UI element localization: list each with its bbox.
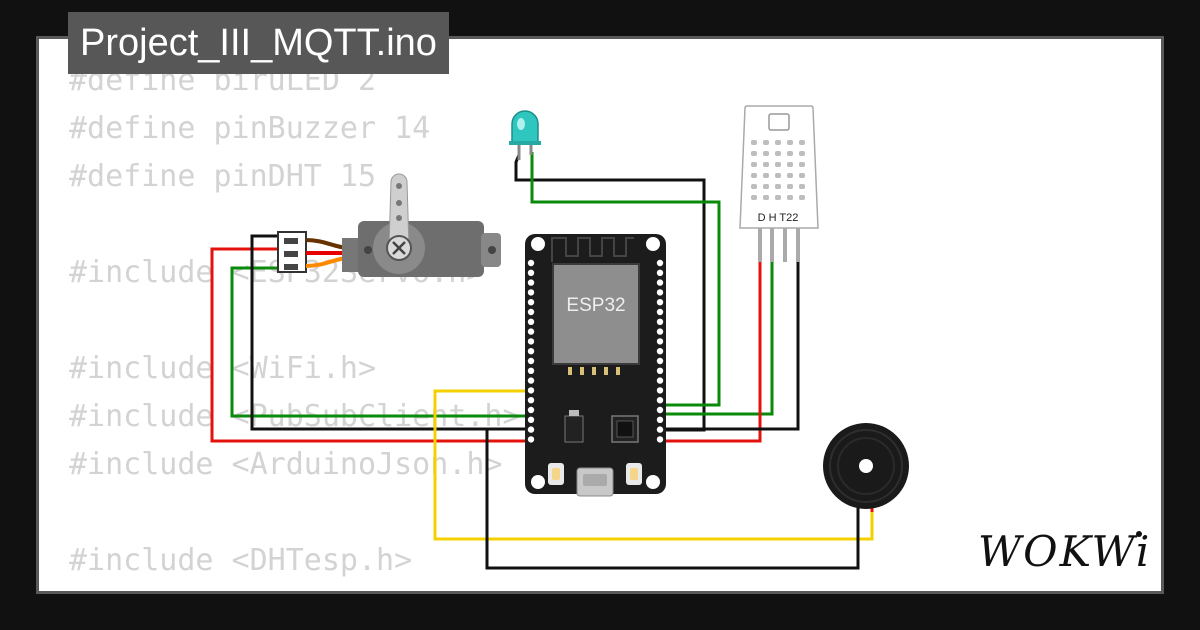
esp32-pin[interactable] <box>527 426 535 433</box>
esp32-pin[interactable] <box>527 367 535 374</box>
dht22-vent <box>751 195 757 200</box>
wire-servo-signal <box>230 266 530 418</box>
dht22-vent <box>799 151 805 156</box>
dht22-vent <box>775 162 781 167</box>
esp32-pin[interactable] <box>656 377 664 384</box>
esp32-board[interactable]: ESP32 <box>525 234 666 497</box>
esp32-pin[interactable] <box>527 289 535 296</box>
dht22-label: D H T22 <box>758 212 799 224</box>
esp32-pin[interactable] <box>527 387 535 394</box>
dht22-vent <box>763 173 769 178</box>
esp32-pin[interactable] <box>656 259 664 267</box>
esp32-pin[interactable] <box>527 436 535 443</box>
esp32-pin[interactable] <box>656 338 664 345</box>
dht22-vent <box>787 184 793 189</box>
background-card: #define biruLED 2 #define pinBuzzer 14 #… <box>36 36 1164 594</box>
esp32-pin[interactable] <box>527 377 535 384</box>
esp32-pin[interactable] <box>527 338 535 345</box>
esp32-pin[interactable] <box>527 416 535 423</box>
esp32-pin[interactable] <box>527 348 535 355</box>
svg-text:WOKWi: WOKWi <box>978 527 1151 576</box>
dht22-vent <box>751 151 757 156</box>
esp32-pin[interactable] <box>527 308 535 316</box>
esp32-label: ESP32 <box>566 295 625 316</box>
esp32-pin[interactable] <box>527 299 535 306</box>
esp32-pin[interactable] <box>656 279 664 286</box>
esp32-pin[interactable] <box>527 259 535 267</box>
esp32-pin[interactable] <box>656 269 664 276</box>
piezo-buzzer[interactable] <box>823 423 909 512</box>
dht22-vent <box>799 184 805 189</box>
esp32-pin[interactable] <box>656 308 664 316</box>
esp32-pin[interactable] <box>527 397 535 404</box>
esp32-pin[interactable] <box>656 416 664 423</box>
esp32-pin[interactable] <box>527 279 535 286</box>
esp32-pin[interactable] <box>527 328 535 335</box>
wire-dht-vcc <box>660 260 762 443</box>
project-title: Project_III_MQTT.ino <box>68 12 449 74</box>
dht22-vent <box>787 195 793 200</box>
esp32-pin[interactable] <box>656 299 664 306</box>
esp32-pin[interactable] <box>656 357 664 365</box>
wire-led-signal <box>530 152 721 407</box>
dht22-vent <box>775 173 781 178</box>
dht22-vent <box>751 173 757 178</box>
esp32-pin[interactable] <box>656 318 664 325</box>
dht22-vent <box>787 151 793 156</box>
dht22-vent <box>763 195 769 200</box>
esp32-pin[interactable] <box>656 436 664 443</box>
dht22-vent <box>751 184 757 189</box>
esp32-pin[interactable] <box>656 387 664 394</box>
dht22-vent <box>799 162 805 167</box>
esp32-pin[interactable] <box>656 406 664 414</box>
esp32-pin[interactable] <box>656 397 664 404</box>
esp32-pin[interactable] <box>656 348 664 355</box>
dht22-vent <box>751 140 757 145</box>
dht22-vent <box>787 162 793 167</box>
esp32-pin[interactable] <box>656 289 664 296</box>
esp32-pin[interactable] <box>527 269 535 276</box>
wire-dht-gnd <box>660 260 800 431</box>
wire-buzzer-signal <box>433 389 874 541</box>
dht22-vent <box>787 140 793 145</box>
esp32-pin[interactable] <box>656 367 664 374</box>
dht22-vent <box>787 173 793 178</box>
dht22-vent <box>751 162 757 167</box>
dht22-vent <box>775 184 781 189</box>
wire-servo-gnd <box>250 234 530 431</box>
wokwi-logo: WOKWi <box>978 527 1151 576</box>
wire-servo-vcc <box>210 247 530 443</box>
dht22-vent <box>775 195 781 200</box>
wire-dht-data <box>660 260 774 416</box>
dht22-vent <box>799 173 805 178</box>
dht22-vent <box>799 140 805 145</box>
esp32-pin[interactable] <box>656 426 664 433</box>
esp32-pin[interactable] <box>527 406 535 414</box>
dht22-vent <box>763 151 769 156</box>
servo-motor[interactable] <box>277 173 501 277</box>
dht22-vent <box>799 195 805 200</box>
esp32-pin[interactable] <box>656 328 664 335</box>
dht22-sensor[interactable]: D H T22 <box>739 105 819 262</box>
wire-buzzer-gnd <box>485 427 860 570</box>
led[interactable] <box>509 110 541 160</box>
dht22-vent <box>775 151 781 156</box>
dht22-vent <box>763 184 769 189</box>
dht22-vent <box>763 140 769 145</box>
dht22-vent <box>775 140 781 145</box>
dht22-vent <box>763 162 769 167</box>
esp32-pin[interactable] <box>527 318 535 325</box>
esp32-pin[interactable] <box>527 357 535 365</box>
